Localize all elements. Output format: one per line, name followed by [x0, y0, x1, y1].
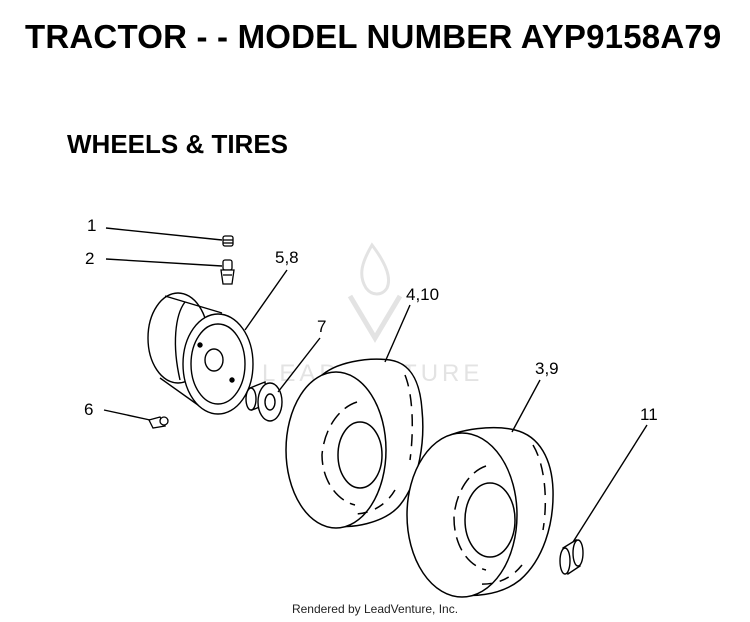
- leader-line-4-10: [384, 304, 411, 363]
- valve-cap-part: [222, 235, 234, 247]
- leader-line-1: [105, 227, 223, 241]
- callout-11: 11: [640, 405, 658, 424]
- page-title: TRACTOR - - MODEL NUMBER AYP9158A79: [25, 18, 722, 55]
- front-tire-part: [285, 358, 424, 529]
- callout-4-10: 4,10: [406, 285, 439, 304]
- callout-5-8: 5,8: [275, 248, 299, 267]
- leader-line-3-9: [511, 379, 541, 433]
- callout-3-9: 3,9: [535, 359, 559, 378]
- rear-tire-part: [406, 426, 554, 598]
- callout-6: 6: [84, 400, 93, 419]
- leader-line-6: [103, 409, 151, 421]
- wheel-rim-part: [147, 292, 254, 415]
- callout-7: 7: [317, 317, 326, 336]
- leader-line-7: [277, 337, 321, 393]
- watermark-flame-icon: [360, 242, 391, 296]
- leader-line-5-8: [244, 269, 288, 331]
- hub-cap-part: [559, 538, 584, 576]
- leader-line-11: [572, 424, 648, 543]
- leader-lines: [103, 227, 648, 543]
- footer-credit: Rendered by LeadVenture, Inc.: [291, 602, 459, 616]
- bushing-part: [245, 381, 283, 422]
- leader-line-2: [105, 258, 223, 267]
- section-title: WHEELS & TIRES: [67, 129, 289, 159]
- callout-2: 2: [85, 249, 94, 268]
- rim-screw-part: [148, 416, 169, 429]
- callout-1: 1: [87, 216, 96, 235]
- watermark-v-icon: [347, 294, 403, 343]
- valve-stem-part: [220, 259, 235, 285]
